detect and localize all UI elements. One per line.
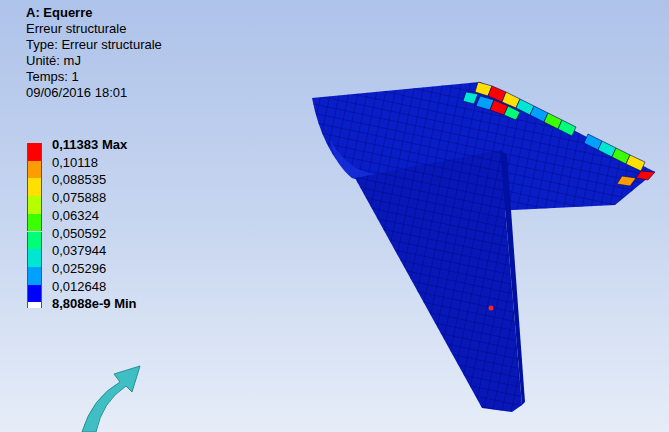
result-info: Type: Erreur structurale <box>26 37 162 52</box>
color-swatch <box>27 285 42 303</box>
legend-value: 0,075888 <box>52 190 106 205</box>
error-cells <box>463 82 655 186</box>
color-swatch <box>27 267 42 285</box>
probe-dot <box>489 306 494 311</box>
color-swatch <box>27 161 42 179</box>
result-info: Unité: mJ <box>26 53 81 68</box>
legend-value: 8,8088e-9 Min <box>52 296 137 311</box>
color-swatch <box>27 178 42 196</box>
result-info: 09/06/2016 18:01 <box>26 85 127 100</box>
legend-value: 0,025296 <box>52 261 106 276</box>
color-swatch <box>27 143 42 161</box>
legend-value: 0,012648 <box>52 279 106 294</box>
color-swatch <box>27 302 42 308</box>
legend-value: 0,06324 <box>52 208 99 223</box>
result-info: Temps: 1 <box>26 69 79 84</box>
result-info: Erreur structurale <box>26 21 126 36</box>
legend-value: 0,088535 <box>52 172 106 187</box>
legend-value: 0,10118 <box>52 155 98 170</box>
color-swatch <box>27 214 42 232</box>
legend-value: 0,037944 <box>52 243 106 258</box>
pointer-arrow <box>82 366 140 432</box>
bracket-web <box>355 150 522 412</box>
legend-value: 0,050592 <box>52 226 106 241</box>
legend-value: 0,11383 Max <box>52 137 127 152</box>
color-swatch <box>27 196 42 214</box>
color-swatch <box>27 232 42 250</box>
color-swatch <box>27 249 42 267</box>
result-title: A: Equerre <box>26 5 92 20</box>
